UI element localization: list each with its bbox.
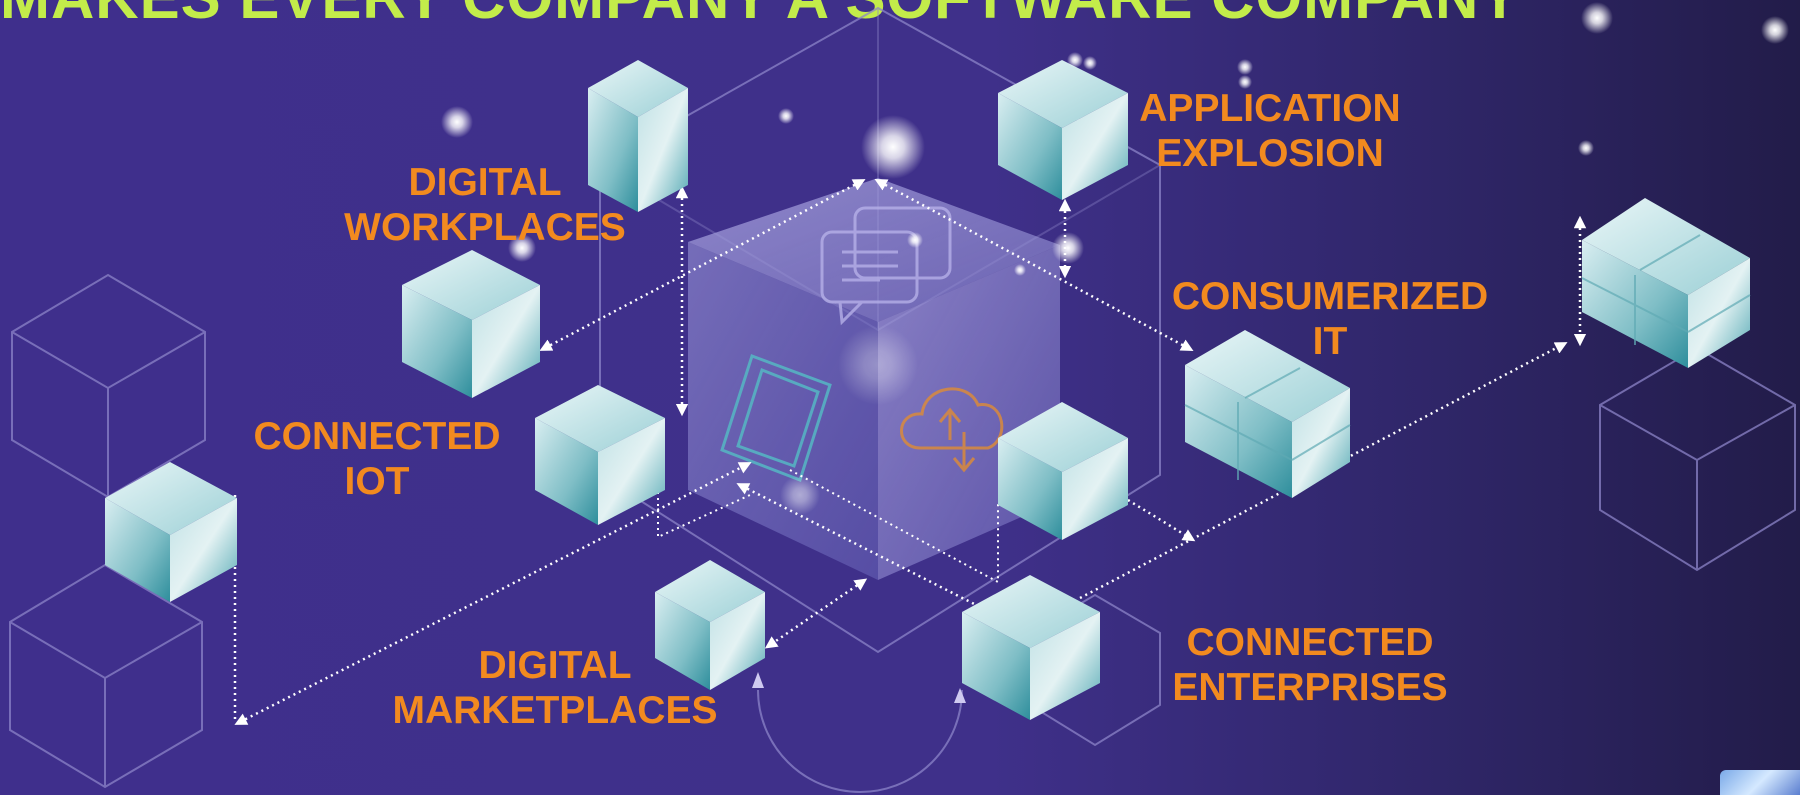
label-line: EXPLOSION — [1156, 132, 1384, 175]
cube-center-right — [998, 402, 1128, 540]
label-line: CONNECTED — [253, 415, 501, 458]
label-line: CONNECTED — [1186, 621, 1434, 664]
cube-iot — [535, 385, 665, 525]
label-digital-workplaces: DIGITAL WORKPLACES — [330, 160, 640, 250]
label-line: DIGITAL — [408, 161, 562, 204]
cube-cluster-right — [1581, 198, 1751, 368]
label-application-explosion: APPLICATION EXPLOSION — [1130, 86, 1410, 176]
cube-cluster-consumerized — [1184, 330, 1351, 498]
label-line: IT — [1312, 320, 1348, 363]
label-connected-enterprises: CONNECTED ENTERPRISES — [1150, 620, 1470, 710]
bottom-arrowheads — [752, 672, 966, 703]
slide-title: MAKES EVERY COMPANY A SOFTWARE COMPANY — [0, 0, 1800, 28]
cube-explosion — [998, 60, 1128, 200]
label-line: IOT — [344, 460, 410, 503]
label-line: ENTERPRISES — [1172, 666, 1448, 709]
cube-enterprises — [962, 575, 1100, 720]
label-line: MARKETPLACES — [392, 689, 718, 732]
label-line: APPLICATION — [1139, 87, 1401, 130]
cube-marketplaces — [655, 560, 765, 690]
label-connected-iot: CONNECTED IOT — [232, 414, 522, 504]
cloud-sync-icon — [900, 387, 1004, 473]
cube-top-left — [588, 60, 688, 212]
label-line: WORKPLACES — [344, 206, 626, 249]
cube-left-edge — [105, 462, 237, 602]
corner-thumbnail[interactable] — [1720, 770, 1800, 795]
label-digital-marketplaces: DIGITAL MARKETPLACES — [370, 643, 740, 733]
cube-workplaces — [402, 250, 540, 398]
label-line: CONSUMERIZED — [1171, 275, 1489, 318]
label-line: DIGITAL — [478, 644, 632, 687]
sparkles — [441, 2, 1789, 515]
label-consumerized-it: CONSUMERIZED IT — [1160, 274, 1500, 364]
